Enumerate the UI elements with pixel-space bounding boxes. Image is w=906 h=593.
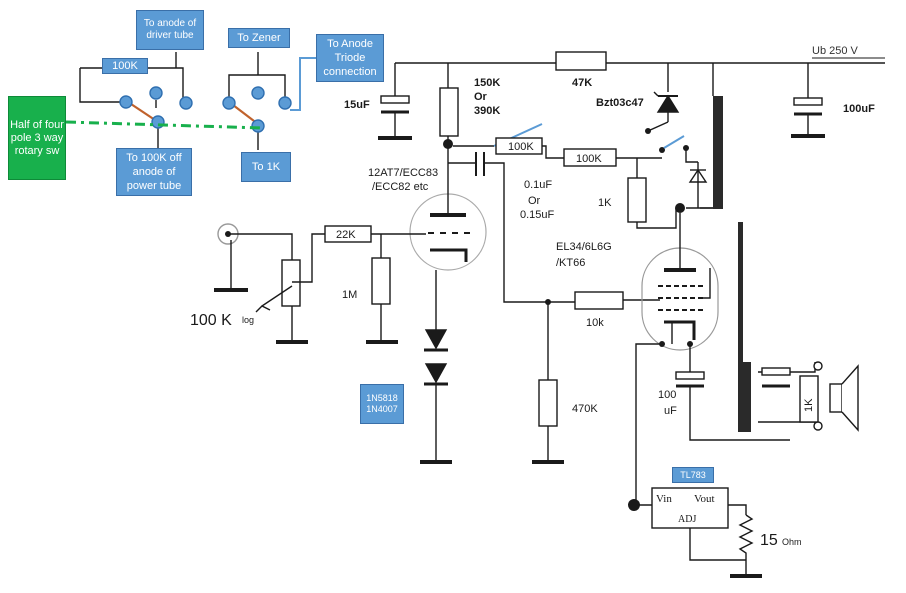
callout-anode-triode: To Anode Triode connection [316,34,384,82]
callout-diodes: 1N5818 1N4007 [360,384,404,424]
label-100u: 100 uF [658,389,679,417]
label-15-unit: Ohm [782,537,802,547]
label-100u-line: 100 [658,389,676,401]
label-1m: 1M [342,289,357,301]
label-adj: ADJ [678,514,696,525]
label-22k: 22K [336,229,356,241]
label-power-tube: EL34/6L6G /KT66 [556,241,615,269]
callout-to-1k: To 1K [241,152,291,182]
label-coupling-line: 0.1uF [524,179,552,191]
cap-15uf: 15uF [344,63,412,140]
label-100k-b: 100K [576,153,602,165]
label-zener: Bzt03c47 [596,97,644,109]
label-15uf: 15uF [344,99,370,111]
supply-label: Ub 250 V [812,45,859,57]
label-driver-line: /ECC82 etc [372,181,429,193]
supply-rail: Ub 250 V [395,45,885,71]
label-pot-taper: log [242,315,254,325]
label-10k: 10k [586,317,604,329]
label-driver-line: 12AT7/ECC83 [368,167,438,179]
callout-anode-driver: To anode of driver tube [136,10,204,50]
feedback-resistors: 100K 100K [453,123,713,209]
label-150k: 150K Or 390K [474,77,503,117]
label-100u-line: uF [664,405,677,417]
label-15: 15 [760,532,778,549]
cathode-diodes [420,329,452,464]
power-pentode: EL34/6L6G /KT66 [556,213,719,351]
regulator-block: Vin Vout ADJ 15 Ohm [651,487,802,578]
label-150k-line: 150K [474,77,500,89]
label-driver-tube: 12AT7/ECC83 /ECC82 etc [368,167,441,193]
zener-branch: Bzt03c47 [596,63,689,153]
label-100k-a: 100K [508,141,534,153]
callout-to-100k-off: To 100K off anode of power tube [116,148,192,196]
label-pot: 100 K [190,312,232,329]
driver-triode: 12AT7/ECC83 /ECC82 etc [368,148,487,330]
label-470k: 470K [572,403,598,415]
coupling-cap: 0.1uF Or 0.15uF [448,152,575,303]
label-power-line: /KT66 [556,257,585,269]
label-vin: Vin [656,493,672,505]
callout-regulator: TL783 [672,467,714,483]
speaker-output: 1K [758,361,859,432]
rotary-switch-detail [65,52,316,152]
label-150k-line: Or [474,91,488,103]
resistor-1k: 1K [598,158,685,229]
callout-to-zener: To Zener [228,28,290,48]
label-coupling: 0.1uF Or 0.15uF [520,179,555,221]
label-vout: Vout [694,493,715,505]
callout-100k-switch: 100K [102,58,148,74]
cap-100uf: 100uF [791,63,875,138]
cathode-network: 100 uF [628,343,790,511]
label-1k-spk: 1K [803,398,815,412]
label-coupling-line: 0.15uF [520,209,555,221]
input-stage: 22K 1M 100 K log [190,223,426,344]
grid-network: 10k 470K [532,291,660,464]
label-150k-line: 390K [474,105,500,117]
label-power-line: EL34/6L6G [556,241,612,253]
resistor-150k: 150K Or 390K [439,63,503,149]
output-transformer [700,63,751,432]
label-47k: 47K [572,77,592,89]
callout-to-zener-text: To Zener [237,32,281,44]
label-1k: 1K [598,197,612,209]
label-100uf: 100uF [843,103,875,115]
label-coupling-line: Or [528,195,541,207]
callout-rotary-switch: Half of four pole 3 way rotary sw [8,96,66,180]
